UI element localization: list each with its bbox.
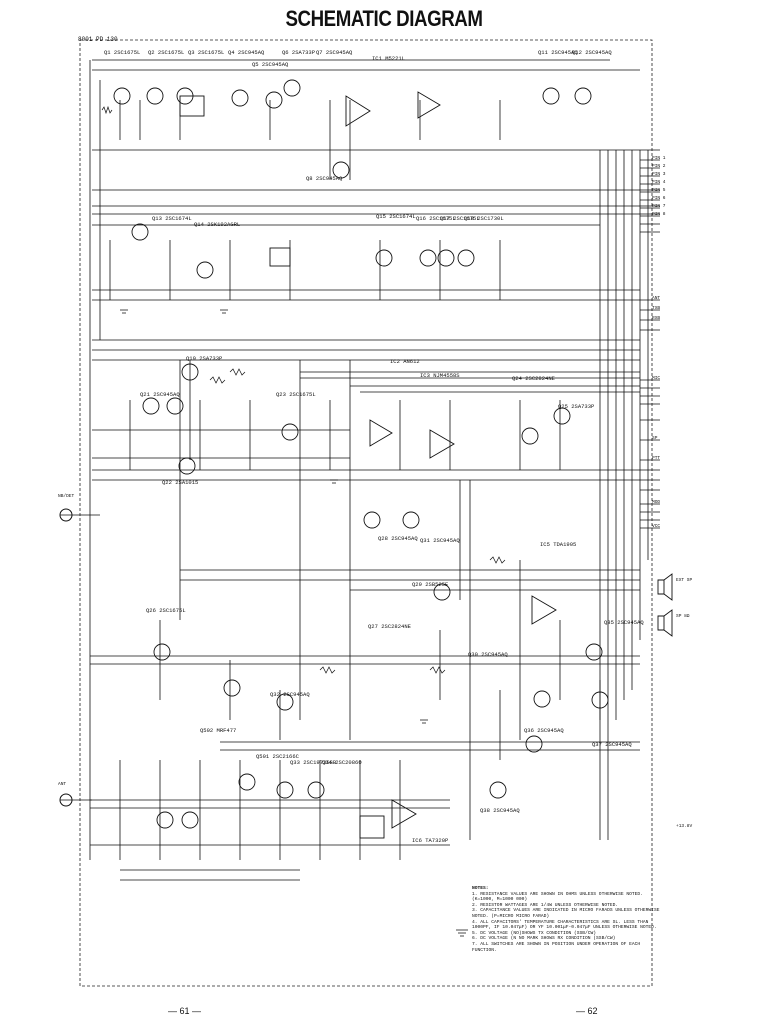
page-number-right: — 62 (576, 1006, 598, 1016)
transistor-label: Q33 2SC1973SSB (290, 759, 337, 766)
ground-symbols (120, 309, 468, 937)
connector-label: PIN 6 (652, 196, 666, 201)
right-label: SP 8Ω (676, 614, 690, 619)
transistor-label: Q27 2SC2824NE (368, 623, 411, 630)
transistor-label: Q35 2SC945AQ (604, 619, 644, 626)
connector-label: PTT (652, 456, 661, 461)
transistor-label: Q502 MRF477 (200, 727, 237, 734)
transistor-label: Q37 2SC945AQ (592, 741, 632, 748)
transistor-label: Q23 2SC1675L (276, 391, 316, 398)
transistor-label: Q4 2SC945AQ (228, 49, 265, 56)
transistor-label: Q2 2SC1675L (148, 49, 185, 56)
transistor-label: Q36 2SC945AQ (524, 727, 564, 734)
transistor-label: Q24 2SC2824NE (512, 375, 555, 382)
ic-label: IC3 NJM4558S (420, 372, 460, 379)
transistor-label: Q32 2SC945AQ (270, 691, 310, 698)
resistor-symbols (101, 105, 506, 674)
note-item: 4. ALL CAPACITORS' TEMPERATURE CHARACTER… (472, 919, 657, 931)
transistor-label: Q501 2SC2166C (256, 753, 299, 760)
transistor-label: Q25 2SA733P (558, 403, 595, 410)
connector-label: PIN 2 (652, 164, 666, 169)
ic-symbols (179, 91, 557, 839)
ic-label: IC6 TA7320P (412, 837, 449, 844)
transistor-label: Q18 2SC1730L (464, 215, 504, 222)
right-label: EXT SP (676, 578, 693, 583)
wires (60, 59, 660, 881)
transistor-label: Q22 2SA1015 (162, 479, 199, 486)
connector-label: ANT (652, 296, 661, 301)
board-id: 8001 PD 130 (78, 36, 118, 43)
transistor-label: Q8 2SC945AQ (306, 175, 343, 182)
connector-label: PIN 1 (652, 156, 666, 161)
connector-label: PIN 4 (652, 180, 666, 185)
transistor-label: Q11 2SC945AQ (538, 49, 578, 56)
transistor-label: Q6 2SA733P (282, 49, 316, 56)
note-item: 6. DC VOLTAGE (N NO MARK SHOWS RX CONDIT… (472, 936, 616, 942)
transistor-label: Q7 2SC945AQ (316, 49, 353, 56)
notes-title: NOTES: (472, 886, 489, 891)
transistor-label: Q19 2SA733P (186, 355, 223, 362)
connector-label: SP (652, 436, 658, 441)
transistor-label: Q29 2SB525E (412, 581, 449, 588)
transistor-label: Q21 2SC945AQ (140, 391, 180, 398)
transistor-label: Q15 2SC1674L (376, 213, 416, 220)
transistor-label: Q13 2SC1674L (152, 215, 192, 222)
note-item: 1. RESISTANCE VALUES ARE SHOWN IN OHMS U… (472, 891, 643, 903)
connector-label: PIN 8 (652, 212, 666, 217)
speaker-symbols (657, 573, 673, 637)
transistor-label: Q1 2SC1675L (104, 49, 141, 56)
notes-block: NOTES: 1. RESISTANCE VALUES ARE SHOWN IN… (472, 886, 662, 953)
ic-label: IC1 M5221L (372, 55, 406, 62)
board-outline (79, 39, 653, 987)
transistor-label: Q30 2SC945AQ (468, 651, 508, 658)
connector-label: MOD (652, 500, 661, 505)
ant-connector (59, 793, 73, 807)
diagram-title: SCHEMATIC DIAGRAM (285, 6, 483, 31)
transistor-symbols (113, 79, 609, 829)
note-item: 2. RESISTOR WATTAGES ARE 1/4W UNLESS OTH… (472, 902, 619, 908)
connector-label: PIN 7 (652, 204, 666, 209)
transistor-label: Q17 2SC1675L (440, 215, 480, 222)
left-label: ANT (58, 782, 67, 787)
connector-label: MIC (652, 376, 661, 381)
connector-label: PIN 3 (652, 172, 666, 177)
transistor-label: Q12 2SC945AQ (572, 49, 612, 56)
ic-label: IC5 TDA1905 (540, 541, 577, 548)
connector-label: TXB (652, 306, 661, 311)
connector-label: VCC (652, 524, 661, 529)
connector-label: PIN 5 (652, 188, 666, 193)
transistor-label: Q31 2SC945AQ (420, 537, 460, 544)
connector-label: RXB (652, 316, 661, 321)
note-item: 5. DC VOLTAGE (NO)SHOWS TX CONDITION (SS… (472, 930, 597, 936)
page-number-left: — 61 — (168, 1006, 202, 1016)
left-label: NB/DET (58, 494, 75, 499)
transistor-label: Q26 2SC1675L (146, 607, 186, 614)
antenna-jack (59, 508, 73, 522)
transistor-label: Q28 2SC945AQ (378, 535, 418, 542)
transistor-label: Q34 2SC2086O (322, 759, 362, 766)
transistor-label: Q14 2SK192AGRL (194, 221, 241, 228)
transistor-label: Q16 2SC1675L (416, 215, 456, 222)
transistor-label: Q5 2SC945AQ (252, 61, 289, 68)
right-label: +13.8V (676, 824, 693, 829)
ic-label: IC2 AN612 (390, 358, 420, 365)
note-item: 3. CAPACITANCE VALUES ARE INDICATED IN M… (472, 908, 660, 919)
transistor-label: Q38 2SC945AQ (480, 807, 520, 814)
transistor-label: Q3 2SC1675L (188, 49, 225, 56)
note-item: 7. ALL SWITCHES ARE SHOWN IN POSITION UN… (472, 941, 641, 953)
